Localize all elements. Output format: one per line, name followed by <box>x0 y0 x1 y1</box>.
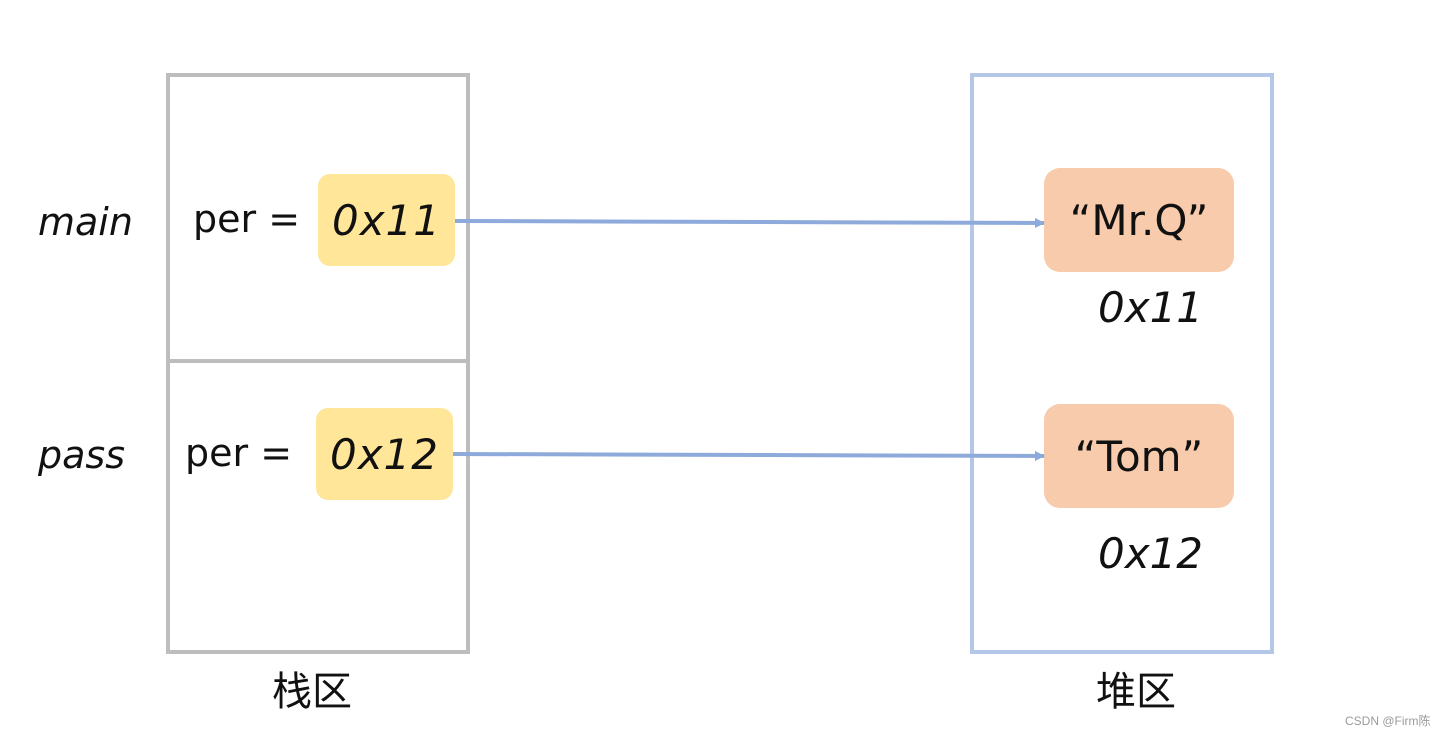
watermark: CSDN @Firm陈 <box>1345 714 1431 728</box>
pass-pointer-value: 0x12 <box>329 429 440 479</box>
arrow-pass-to-tom <box>452 450 1045 461</box>
main-pointer-value: 0x11 <box>331 195 442 245</box>
heap-area-title: 堆区 <box>1096 669 1176 715</box>
heap-object-tom: “Tom” <box>1044 404 1234 508</box>
main-variable-label: per = <box>193 197 301 241</box>
heap-object-mrq-address: 0x11 <box>1098 283 1204 332</box>
frame-label-main: main <box>38 200 133 244</box>
stack-area-title: 栈区 <box>272 669 352 715</box>
main-pointer-box: 0x11 <box>318 174 455 266</box>
heap-object-mrq-value: “Mr.Q” <box>1069 195 1209 245</box>
heap-object-tom-address: 0x12 <box>1098 529 1204 578</box>
heap-object-mrq: “Mr.Q” <box>1044 168 1234 272</box>
pass-pointer-box: 0x12 <box>316 408 453 500</box>
pass-variable-label: per = <box>185 431 293 475</box>
stack-frame-divider <box>166 359 470 363</box>
heap-area-box <box>970 73 1274 654</box>
stack-area-box <box>166 73 470 654</box>
arrow-main-to-mrq <box>454 217 1045 228</box>
heap-object-tom-value: “Tom” <box>1074 431 1204 481</box>
frame-label-pass: pass <box>38 433 126 477</box>
